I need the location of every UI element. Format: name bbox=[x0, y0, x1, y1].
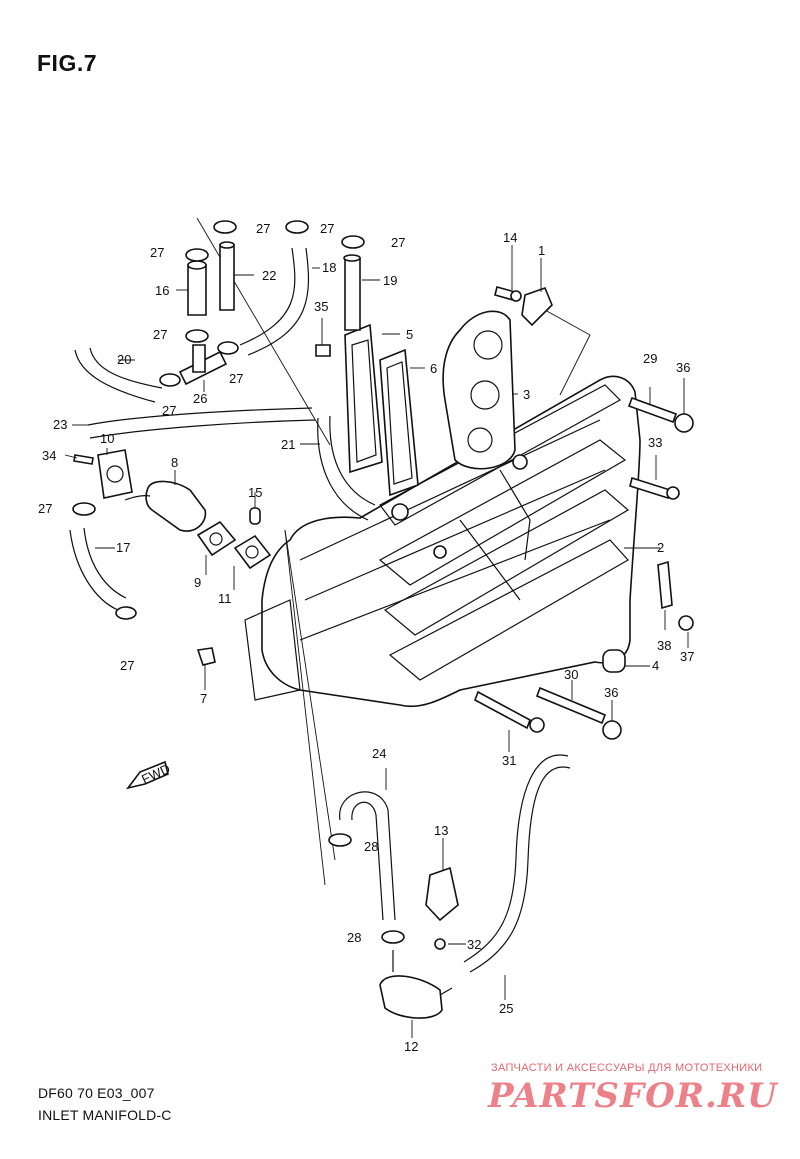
plate-part-5 bbox=[344, 323, 383, 474]
fwd-arrow-icon: FWD bbox=[126, 761, 172, 790]
callouts: 1 2 3 4 5 6 7 8 9 10 11 12 13 14 15 16 1… bbox=[38, 221, 694, 1054]
hose-part-22 bbox=[219, 244, 235, 311]
bolt-part-34 bbox=[73, 454, 94, 465]
hose-part-23 bbox=[87, 407, 316, 439]
callout-26: 26 bbox=[193, 391, 207, 406]
callout-27g: 27 bbox=[162, 403, 176, 418]
filter-part-12 bbox=[379, 975, 443, 1019]
bolt-part-30 bbox=[535, 686, 607, 725]
clamp-part-28-top bbox=[328, 833, 352, 847]
callout-9: 9 bbox=[194, 575, 201, 590]
callout-5: 5 bbox=[406, 327, 413, 342]
bolt-part-37 bbox=[678, 615, 694, 631]
watermark-brand: PARTSFOR.RU bbox=[488, 1076, 778, 1116]
callout-27i: 27 bbox=[120, 658, 134, 673]
callout-27a: 27 bbox=[256, 221, 270, 236]
callout-10: 10 bbox=[100, 431, 114, 446]
callout-4: 4 bbox=[652, 658, 659, 673]
plug-part-7 bbox=[196, 647, 216, 666]
cap-part-4 bbox=[602, 649, 626, 673]
gasket-part-3 bbox=[442, 310, 516, 470]
watermark-tagline: ЗАПЧАСТИ И АКСЕССУАРЫ ДЛЯ МОТОТЕХНИКИ bbox=[491, 1062, 763, 1074]
callout-29: 29 bbox=[643, 351, 657, 366]
callout-23: 23 bbox=[53, 417, 67, 432]
callout-21: 21 bbox=[281, 437, 295, 452]
bolt-part-29 bbox=[627, 396, 678, 424]
callout-7: 7 bbox=[200, 691, 207, 706]
callout-2: 2 bbox=[657, 540, 664, 555]
callout-24: 24 bbox=[372, 746, 386, 761]
callout-34: 34 bbox=[42, 448, 56, 463]
bolt-part-31 bbox=[474, 690, 531, 730]
callout-31: 31 bbox=[502, 753, 516, 768]
clamp-part-28-bottom bbox=[381, 930, 405, 944]
callout-16: 16 bbox=[155, 283, 169, 298]
hose-part-16 bbox=[187, 264, 207, 316]
hose-part-18 bbox=[239, 247, 310, 356]
hose-part-20 bbox=[74, 347, 163, 403]
callout-12: 12 bbox=[404, 1039, 418, 1054]
callout-20: 20 bbox=[117, 352, 131, 367]
hose-part-24 bbox=[339, 791, 396, 921]
callout-11: 11 bbox=[218, 591, 232, 606]
fwd-label: FWD bbox=[139, 761, 172, 787]
pin-part-15 bbox=[249, 507, 261, 525]
callout-19: 19 bbox=[383, 273, 397, 288]
bracket-part-38 bbox=[657, 560, 673, 610]
callout-14: 14 bbox=[503, 230, 517, 245]
callout-18: 18 bbox=[322, 260, 336, 275]
nut-part-36-bottom bbox=[602, 720, 622, 740]
inlet-manifold-body bbox=[244, 375, 641, 708]
nut-part-36-top bbox=[674, 413, 694, 433]
valve-part-8 bbox=[145, 480, 207, 532]
hose-part-25 bbox=[463, 754, 571, 973]
callout-6: 6 bbox=[430, 361, 437, 376]
callout-17: 17 bbox=[116, 540, 130, 555]
callout-15: 15 bbox=[248, 485, 262, 500]
callout-3: 3 bbox=[523, 387, 530, 402]
callout-25: 25 bbox=[499, 1001, 513, 1016]
clip-part-13 bbox=[425, 866, 459, 922]
callout-27d: 27 bbox=[391, 235, 405, 250]
callout-32: 32 bbox=[467, 937, 481, 952]
bolt-part-33 bbox=[629, 476, 671, 500]
bolt-part-35 bbox=[315, 344, 331, 357]
callout-27h: 27 bbox=[38, 501, 52, 516]
gasket-part-11 bbox=[233, 534, 272, 570]
callout-30: 30 bbox=[564, 667, 578, 682]
hose-part-19 bbox=[344, 257, 361, 331]
hose-part-17 bbox=[69, 527, 127, 611]
callout-36a: 36 bbox=[676, 360, 690, 375]
hose-part-21 bbox=[317, 415, 376, 521]
callout-27c: 27 bbox=[150, 245, 164, 260]
bracket-part-1 bbox=[521, 286, 553, 327]
callout-37: 37 bbox=[680, 649, 694, 664]
plate-part-10 bbox=[97, 449, 133, 499]
caption-name: INLET MANIFOLD-C bbox=[38, 1107, 172, 1123]
caption-model: DF60 70 E03_007 bbox=[38, 1085, 155, 1101]
callout-13: 13 bbox=[434, 823, 448, 838]
callout-22: 22 bbox=[262, 268, 276, 283]
callout-28a: 28 bbox=[364, 839, 378, 854]
callout-33: 33 bbox=[648, 435, 662, 450]
callout-28b: 28 bbox=[347, 930, 361, 945]
callout-27f: 27 bbox=[229, 371, 243, 386]
plate-part-6 bbox=[379, 348, 419, 497]
callout-27e: 27 bbox=[153, 327, 167, 342]
callout-27b: 27 bbox=[320, 221, 334, 236]
callout-35: 35 bbox=[314, 299, 328, 314]
callout-38: 38 bbox=[657, 638, 671, 653]
callout-1: 1 bbox=[538, 243, 545, 258]
clamp-part-27 bbox=[72, 220, 365, 620]
figure-title: FIG.7 bbox=[37, 50, 98, 76]
callout-36b: 36 bbox=[604, 685, 618, 700]
screw-part-32 bbox=[434, 938, 446, 950]
gasket-part-9 bbox=[196, 520, 237, 557]
callout-8: 8 bbox=[171, 455, 178, 470]
